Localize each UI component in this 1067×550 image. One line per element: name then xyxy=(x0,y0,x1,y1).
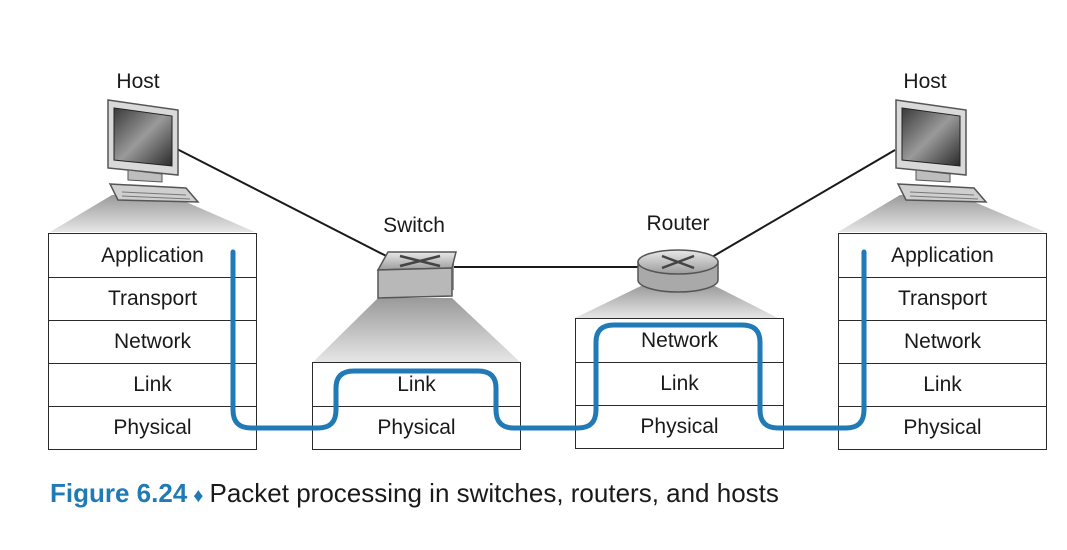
cable-router-host xyxy=(711,149,896,258)
router-icon xyxy=(637,249,719,293)
figure-number: Figure 6.24 xyxy=(50,478,188,508)
host-left-layer-link: Link xyxy=(49,363,256,406)
host-right-layer-physical: Physical xyxy=(839,406,1046,449)
router-label: Router xyxy=(646,212,710,235)
caption-text: Packet processing in switches, routers, … xyxy=(209,478,779,508)
router-layer-network: Network xyxy=(640,328,719,352)
host-right-layer-application: Application xyxy=(891,243,994,267)
switch-label: Switch xyxy=(383,214,445,237)
host-right-label: Host xyxy=(903,70,947,93)
host-right-layer-network: Network xyxy=(839,320,1046,363)
router-layer-link: Link xyxy=(576,362,783,405)
host-left-cone xyxy=(50,195,255,232)
figure-caption: Figure 6.24♦Packet processing in switche… xyxy=(50,478,779,509)
host-left-computer-icon xyxy=(107,99,200,203)
host-right-computer-icon xyxy=(895,99,988,203)
router-protocol-stack: Network Link Physical xyxy=(575,318,784,449)
host-right-layer-transport: Transport xyxy=(839,277,1046,320)
switch-protocol-stack: Link Physical xyxy=(312,362,521,450)
host-right-cone xyxy=(838,195,1045,232)
caption-separator-icon: ♦ xyxy=(193,485,204,507)
host-left-layer-network: Network xyxy=(49,320,256,363)
host-left-layer-transport: Transport xyxy=(49,277,256,320)
switch-cone xyxy=(313,298,520,362)
cable-host-switch xyxy=(174,147,399,263)
host-left-label: Host xyxy=(116,70,160,93)
host-left-layer-application: Application xyxy=(101,243,204,267)
host-left-protocol-stack: Application Transport Network Link Physi… xyxy=(48,233,257,450)
host-left-layer-physical: Physical xyxy=(49,406,256,449)
network-cables xyxy=(174,147,896,268)
switch-layer-link: Link xyxy=(397,372,436,396)
host-right-layer-link: Link xyxy=(839,363,1046,406)
switch-layer-physical: Physical xyxy=(313,406,520,449)
router-layer-physical: Physical xyxy=(576,405,783,448)
host-right-protocol-stack: Application Transport Network Link Physi… xyxy=(838,233,1047,450)
switch-icon xyxy=(376,251,457,299)
